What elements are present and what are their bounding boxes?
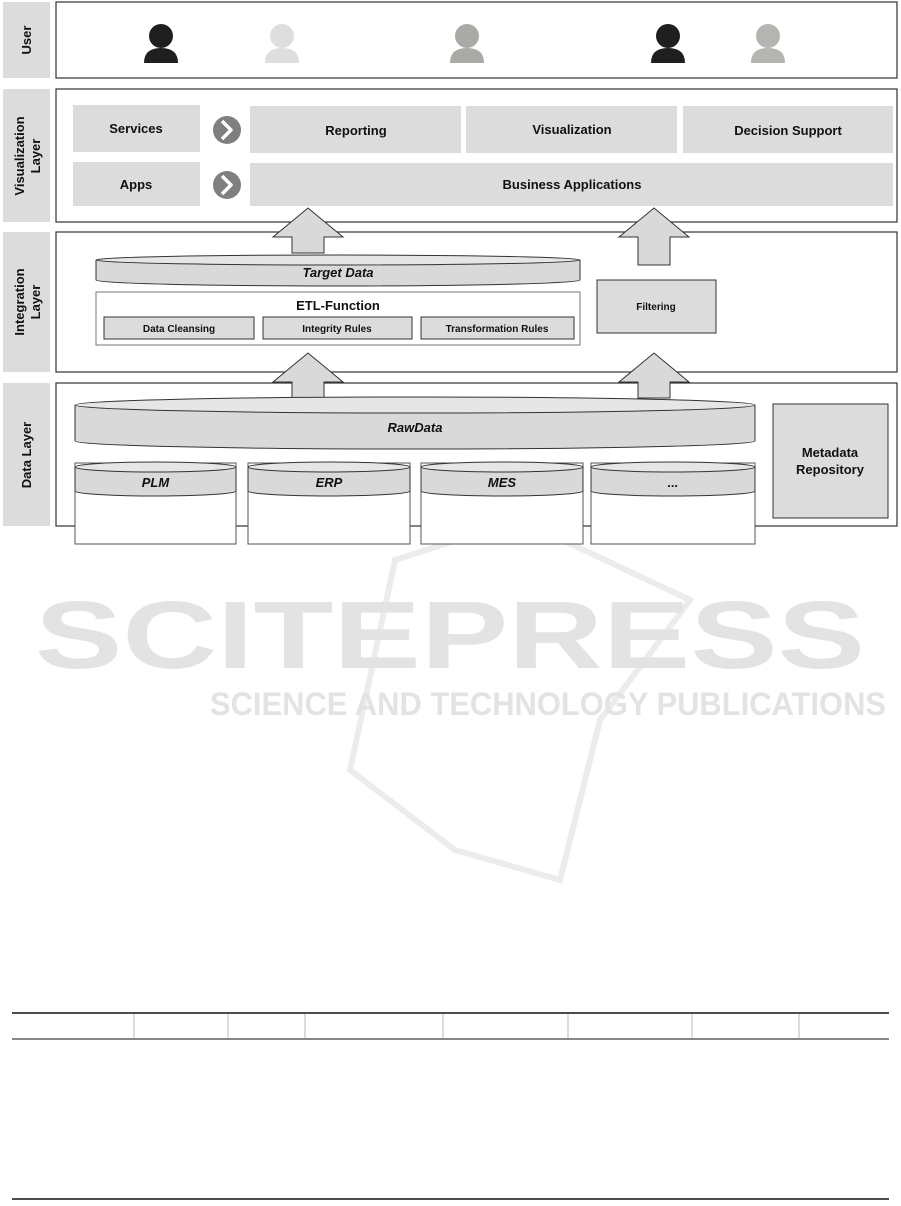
integrity-rules-box [262, 316, 413, 340]
data-cleansing-box [103, 316, 255, 340]
person-icon [450, 24, 484, 63]
person-icon [751, 24, 785, 63]
raw-data-label: RawData [388, 420, 443, 435]
etl-function-title: ETL-Function [296, 298, 380, 313]
business-applications-label: Business Applications [503, 177, 642, 192]
transformation-rules-label: Transformation Rules [446, 324, 549, 335]
visualization-box [466, 106, 677, 153]
source-plm: PLM [74, 461, 237, 545]
source-more: ... [590, 461, 756, 545]
visualization-layer-label-1: Visualization [12, 116, 27, 195]
reporting-box [250, 106, 461, 153]
filtering-box [596, 279, 717, 334]
source-label: PLM [142, 475, 171, 490]
up-arrow-icon [271, 207, 345, 254]
apps-box [73, 162, 200, 206]
business-applications-box [250, 163, 893, 206]
raw-data-disk [74, 396, 756, 450]
flow-arrows [271, 207, 691, 399]
chevron-right-icon [213, 116, 241, 144]
integration-layer-label-2: Layer [28, 285, 43, 320]
chevron-right-icon [213, 171, 241, 199]
up-arrow-icon [271, 352, 345, 399]
services-label: Services [109, 121, 163, 136]
data-layer-tab [3, 383, 50, 526]
metadata-repository-box [772, 403, 889, 519]
person-icon [651, 24, 685, 63]
person-icon [144, 24, 178, 63]
source-mes: MES [420, 461, 584, 545]
filtering-label: Filtering [636, 302, 675, 313]
table-rules [12, 1012, 889, 1200]
user-layer-label: User [19, 26, 34, 55]
person-icon [265, 24, 299, 63]
metadata-label-line2: Repository [796, 462, 865, 477]
decision-support-label: Decision Support [734, 123, 842, 138]
integration-layer-label-1: Integration [12, 268, 27, 335]
source-label: ERP [316, 475, 343, 490]
watermark-sub: SCIENCE AND TECHNOLOGY PUBLICATIONS [210, 686, 886, 722]
reporting-label: Reporting [325, 123, 386, 138]
data-layer-content: RawData PLM ERP MES ... Metadat [74, 396, 889, 545]
metadata-label-line1: Metadata [802, 445, 859, 460]
user-icons [144, 24, 785, 63]
source-label: MES [488, 475, 517, 490]
watermark: SCITEPRESS SCIENCE AND TECHNOLOGY PUBLIC… [35, 516, 886, 884]
visualization-content: Services Apps Reporting Visualization De… [73, 105, 893, 206]
source-label: ... [668, 475, 679, 490]
up-arrow-icon [617, 207, 691, 266]
source-erp: ERP [247, 461, 411, 545]
data-layer-label: Data Layer [19, 422, 34, 488]
integrity-rules-label: Integrity Rules [302, 324, 372, 335]
transformation-rules-box [420, 316, 575, 340]
target-data-label: Target Data [302, 265, 373, 280]
up-arrow-icon [617, 352, 691, 399]
integration-layer-tab [3, 232, 50, 372]
target-data-disk [95, 254, 581, 287]
user-layer-tab [3, 2, 50, 78]
watermark-main: SCITEPRESS [35, 582, 865, 689]
data-cleansing-label: Data Cleansing [143, 324, 215, 335]
visualization-layer-tab [3, 89, 50, 222]
apps-label: Apps [120, 177, 153, 192]
visualization-label: Visualization [532, 122, 611, 137]
visualization-layer-label-2: Layer [28, 139, 43, 174]
layer-labels: User Visualization Layer Integration Lay… [3, 2, 50, 526]
decision-support-box [683, 106, 893, 153]
services-box [73, 105, 200, 152]
integration-content: Target Data ETL-Function Data Cleansing … [95, 254, 717, 346]
